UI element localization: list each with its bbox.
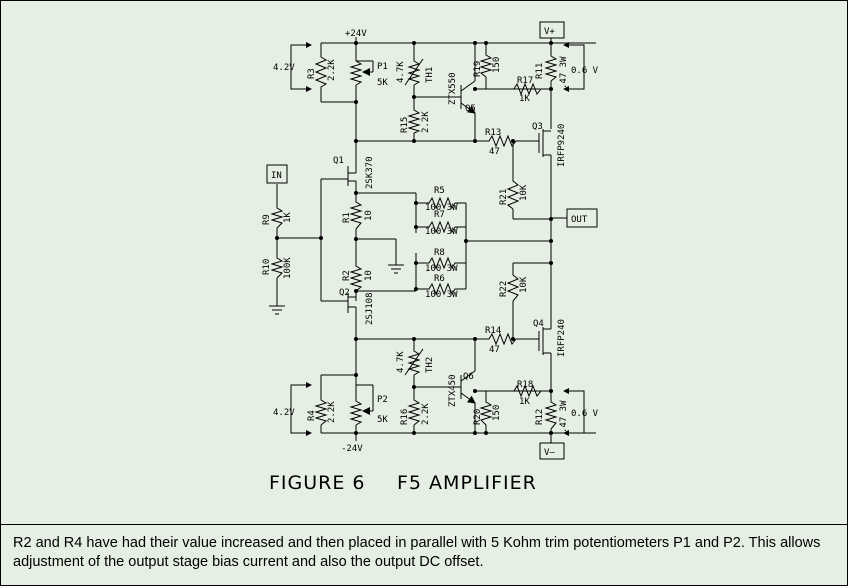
r8-ref: R8 (434, 248, 445, 258)
p1-value: 5K (377, 78, 388, 88)
r4-value: 2.2K (327, 401, 337, 423)
in-terminal (266, 164, 288, 184)
r14-ref: R14 (485, 326, 501, 336)
q5-value: ZTX550 (448, 72, 458, 105)
r17-ref: R17 (517, 76, 533, 86)
r21-ref: R21 (499, 189, 509, 205)
r10-value: 100K (283, 257, 293, 279)
r11-value: .47 3W (559, 56, 569, 89)
r3-value: 2.2K (327, 59, 337, 81)
neg-rail-label: -24V (341, 444, 363, 454)
in-label: IN (271, 171, 282, 181)
r4-ref: R4 (307, 410, 317, 421)
v06-top-label: 0.6 V (571, 66, 599, 76)
r13-value: 47 (489, 147, 500, 157)
v06-bot-label: 0.6 V (571, 409, 599, 419)
r15-ref: R15 (400, 117, 410, 133)
r6-value: 100 3W (425, 290, 458, 300)
out-terminal (566, 208, 598, 228)
q6-ref: Q6 (463, 372, 474, 382)
pos-rail-label: +24V (345, 29, 367, 39)
q2-value: 2SJ108 (365, 292, 375, 325)
r20-ref: R20 (473, 409, 483, 425)
r1-value: 10 (364, 210, 374, 221)
q3-value: IRFP9240 (557, 124, 567, 167)
caption-separator (1, 524, 847, 525)
r19-ref: R19 (473, 61, 483, 77)
r21-value: 10K (519, 184, 529, 201)
q2-ref: Q2 (339, 288, 350, 298)
r12-value: .47 3W (559, 400, 569, 433)
r14-value: 47 (489, 345, 500, 355)
r17-value: 1K (519, 94, 530, 104)
r3-ref: R3 (307, 68, 317, 79)
r12-ref: R12 (535, 409, 545, 425)
r16-ref: R16 (400, 409, 410, 425)
p1-ref: P1 (377, 62, 388, 72)
vminus-terminal (539, 442, 565, 460)
q1-ref: Q1 (333, 156, 344, 166)
r7-ref: R7 (434, 210, 445, 220)
r9-value: 1K (283, 212, 293, 223)
th2-ref: TH2 (425, 357, 435, 373)
r18-value: 1K (519, 397, 530, 407)
r6-ref: R6 (434, 274, 445, 284)
q4-ref: Q4 (533, 319, 544, 329)
figure-title: FIGURE 6 (269, 472, 366, 494)
r20-value: 150 (492, 405, 502, 421)
q5-ref: Q5 (465, 104, 476, 114)
r2-value: 10 (364, 270, 374, 281)
q3-ref: Q3 (532, 122, 543, 132)
r15-value: 2.2K (421, 111, 431, 133)
r1-ref: R1 (342, 212, 352, 223)
r5-ref: R5 (434, 186, 445, 196)
vplus-label: V+ (544, 27, 555, 37)
v42-top-label: 4.2V (273, 63, 295, 73)
q6-value: ZTX450 (448, 374, 458, 407)
th1-ref: TH1 (425, 67, 435, 83)
r9-ref: R9 (262, 214, 272, 225)
r10-ref: R10 (262, 259, 272, 275)
figure-name: F5 AMPLIFIER (397, 472, 537, 494)
schematic: +24V -24V V+ V– IN OUT 4.2V 4.2V 0.6 V 0… (262, 21, 599, 494)
q1-value: 2SK370 (365, 156, 375, 189)
figure-caption: R2 and R4 have had their value increased… (13, 535, 821, 570)
r13-ref: R13 (485, 128, 501, 138)
r7-value: 100 3W (425, 227, 458, 237)
r19-value: 150 (492, 57, 502, 73)
r11-ref: R11 (535, 63, 545, 79)
q4-value: IRFP240 (557, 319, 567, 357)
r22-value: 10K (519, 276, 529, 293)
th1-value: 4.7K (396, 61, 406, 83)
r2-ref: R2 (342, 270, 352, 281)
r5-value: 100 3W (425, 203, 458, 213)
r22-ref: R22 (499, 281, 509, 297)
vplus-terminal (539, 21, 565, 39)
vminus-label: V– (544, 448, 555, 458)
p2-ref: P2 (377, 395, 388, 405)
th2-value: 4.7K (396, 351, 406, 373)
r18-ref: R18 (517, 380, 533, 390)
out-label: OUT (571, 215, 588, 225)
v42-bot-label: 4.2V (273, 408, 295, 418)
r8-value: 100 3W (425, 264, 458, 274)
r16-value: 2.2K (421, 403, 431, 425)
p2-value: 5K (377, 415, 388, 425)
